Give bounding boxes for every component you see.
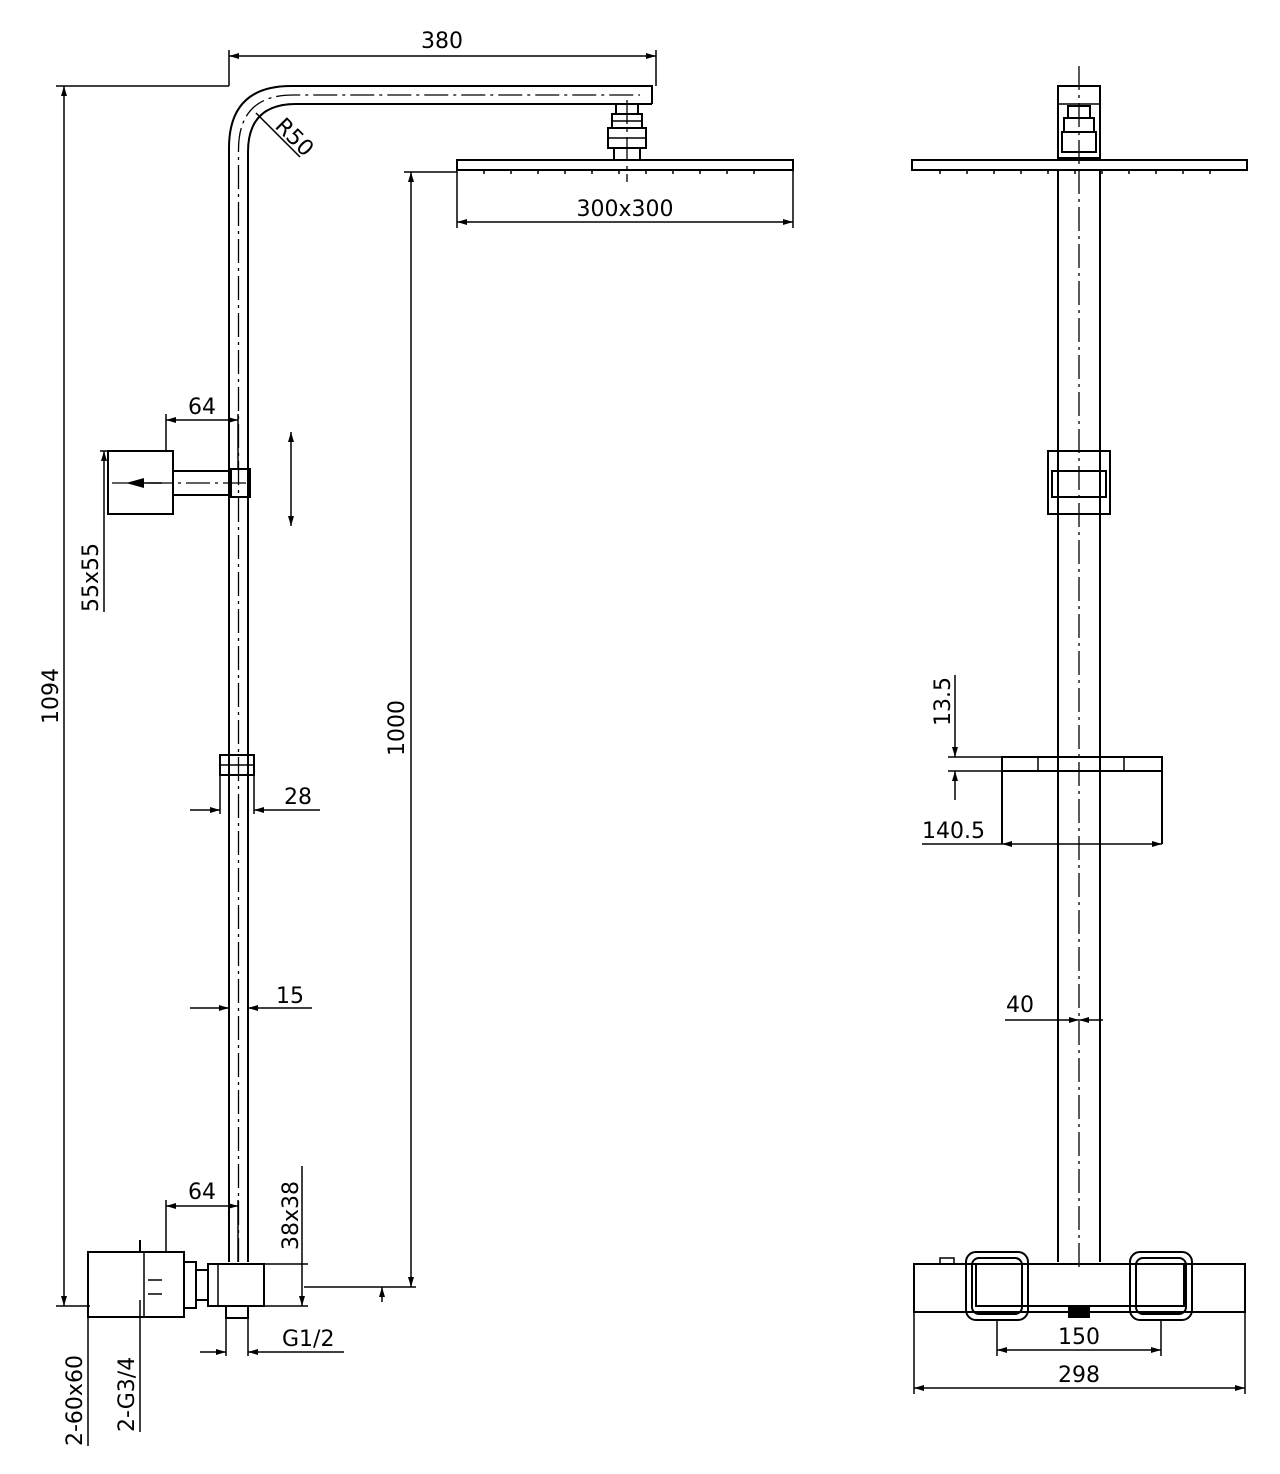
- riser-centerline: [237, 94, 640, 1262]
- dim-bend-radius: R50: [255, 112, 318, 162]
- valve-block-label: 38x38: [279, 1181, 304, 1250]
- shower-head-side: [456, 159, 794, 174]
- shelf: [1001, 756, 1163, 844]
- dim-holder-size: 55x55: [79, 450, 108, 612]
- hand-shower-holder: [107, 450, 251, 515]
- shelf-width-label: 140.5: [922, 819, 985, 844]
- holder-front: [1047, 450, 1111, 515]
- dim-shelf-width: 140.5: [922, 819, 1162, 847]
- holder-offset-label: 64: [188, 395, 216, 420]
- thermostatic-valve-side: [87, 1240, 265, 1319]
- front-view: 13.5 140.5 40: [911, 66, 1248, 1394]
- head-size-label: 300x300: [576, 197, 673, 222]
- dim-inlet-thread: 2-G3/4: [115, 1300, 141, 1432]
- outlet-thread-label: G1/2: [282, 1327, 334, 1352]
- front-head-connector: [1057, 66, 1101, 170]
- inlet-spacing-label: 150: [1058, 1325, 1100, 1350]
- dim-pipe-width: 40: [1005, 993, 1103, 1023]
- holder-size-label: 55x55: [79, 543, 104, 612]
- total-height-label: 1094: [39, 668, 64, 724]
- dim-shelf-thickness: 13.5: [931, 675, 1002, 800]
- dim-slider-width: 28: [190, 775, 320, 814]
- slider-width-label: 28: [284, 785, 312, 810]
- riser-outer-edge: [228, 85, 653, 1262]
- dim-head-size: 300x300: [456, 170, 794, 228]
- dim-valve-block: 38x38: [264, 1166, 308, 1307]
- head-height-label: 1000: [385, 700, 410, 756]
- dim-total-height: 1094: [39, 85, 229, 1307]
- flange-size-label: 2-60x60: [63, 1355, 88, 1446]
- bend-radius-label: R50: [270, 114, 318, 162]
- dim-rail-width: 15: [190, 984, 312, 1011]
- dim-outlet-thread: G1/2: [200, 1318, 344, 1356]
- side-view: 380 R50 300x300 64: [39, 29, 794, 1446]
- inlet-thread-label: 2-G3/4: [115, 1357, 140, 1432]
- dim-holder-offset: 64: [165, 395, 239, 470]
- valve-offset-label: 64: [188, 1180, 216, 1205]
- dim-valve-offset: 64: [165, 1180, 239, 1262]
- dim-arm-length: 380: [228, 29, 657, 86]
- dim-inlet-spacing: 150: [996, 1320, 1162, 1356]
- dim-flange-size: 2-60x60: [63, 1317, 89, 1446]
- slider: [219, 754, 255, 776]
- dim-valve-width: 298: [913, 1312, 1246, 1394]
- riser-inner-edge: [247, 103, 652, 1262]
- valve-width-label: 298: [1058, 1363, 1100, 1388]
- arm-length-label: 380: [421, 29, 463, 54]
- pipe-width-label: 40: [1006, 993, 1034, 1018]
- shelf-thickness-label: 13.5: [931, 677, 956, 726]
- riser-front: [1057, 170, 1101, 1272]
- dim-head-height: 1000: [304, 171, 457, 1302]
- rail-width-label: 15: [276, 984, 304, 1009]
